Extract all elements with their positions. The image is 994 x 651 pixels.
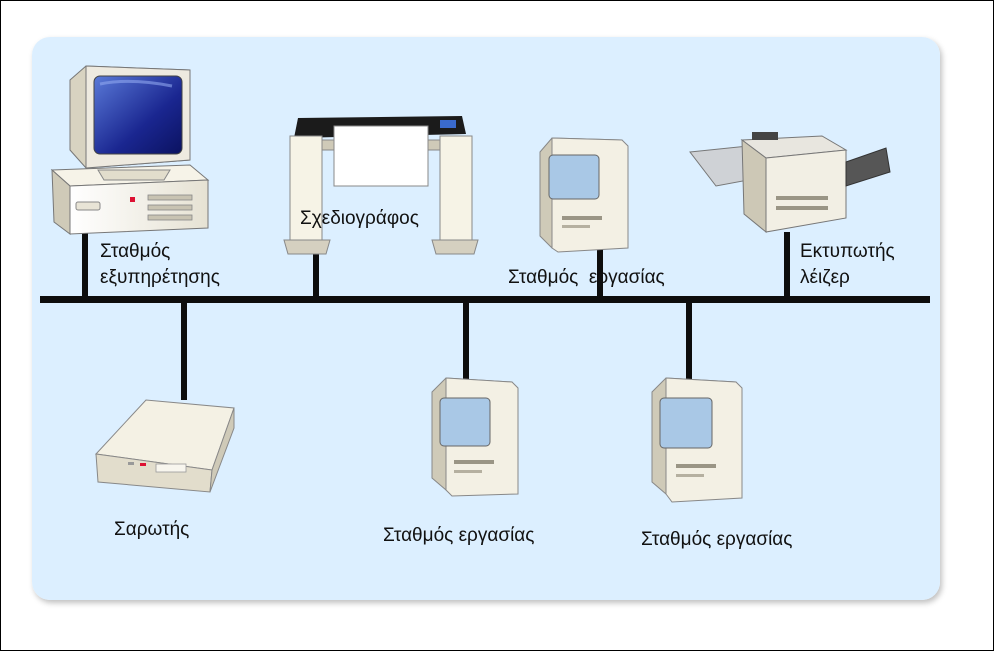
network-bus <box>40 232 930 400</box>
drop-workstation-mid <box>463 300 469 380</box>
desktop-computer-icon <box>50 65 210 235</box>
laser-printer-icon <box>689 132 891 234</box>
flatbed-scanner-icon <box>94 399 235 493</box>
drop-server <box>82 232 88 298</box>
plotter-icon <box>283 116 479 255</box>
workstation-top-label: Σταθμός εργασίας <box>508 267 665 288</box>
workstation-mid-label: Σταθμός εργασίας <box>383 525 535 546</box>
drop-plotter <box>313 254 319 298</box>
bus-line <box>40 296 930 303</box>
drop-scanner <box>181 300 187 400</box>
server-label-line1: Σταθμός <box>100 241 171 262</box>
compact-computer-icon <box>651 377 743 503</box>
workstation-right-label: Σταθμός εργασίας <box>641 529 793 550</box>
drop-laser <box>784 232 790 298</box>
scanner-label: Σαρωτής <box>114 519 190 540</box>
compact-computer-icon <box>539 137 629 253</box>
laser-label-line2: λέιζερ <box>800 267 850 288</box>
drop-workstation-right <box>686 300 692 380</box>
compact-computer-icon <box>431 377 519 497</box>
server-label-line2: εξυπηρέτησης <box>100 267 220 288</box>
plotter-label: Σχεδιογράφος <box>300 208 419 229</box>
laser-label-line1: Εκτυπωτής <box>800 241 895 262</box>
drop-workstation-top <box>597 246 603 298</box>
